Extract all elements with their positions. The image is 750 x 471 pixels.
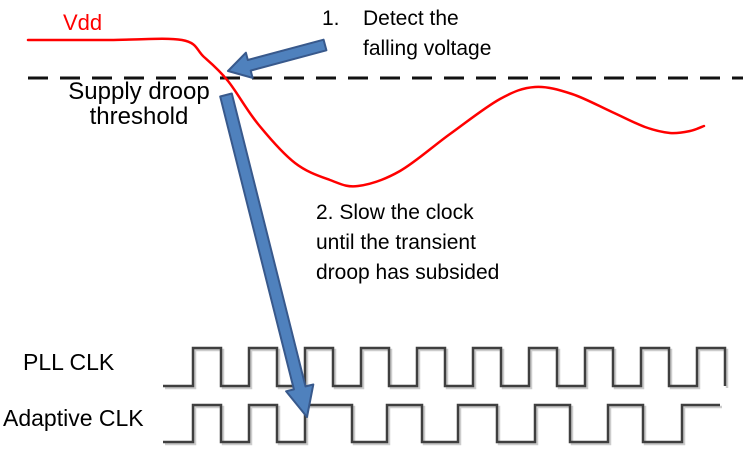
supply-droop-line2: threshold: [89, 103, 189, 130]
step1-line2: falling voltage: [363, 37, 492, 60]
adaptive-clk-label: Adaptive CLK: [3, 405, 144, 431]
step1-text: Detect the falling voltage: [363, 4, 491, 64]
step1-line1: Detect the: [363, 7, 459, 30]
pll-clk-label: PLL CLK: [23, 349, 115, 375]
detect-falling-voltage-arrow: [227, 38, 328, 79]
vdd-voltage-trace: [26, 37, 706, 188]
annotation-step1: 1. Detect the falling voltage: [322, 4, 491, 64]
supply-droop-threshold-label: Supply droop threshold: [43, 79, 235, 129]
pll-clk-trace: [163, 346, 727, 388]
pll-clk-shadow: [165, 348, 729, 390]
adaptive-clk-trace: [163, 403, 720, 444]
step1-number: 1.: [322, 7, 340, 30]
annotation-step2: 2. Slow the clock until the transient dr…: [316, 198, 499, 288]
pll-clk-waveform: [163, 346, 729, 390]
vdd-label: Vdd: [63, 10, 103, 35]
step2-line1: 2. Slow the clock: [316, 201, 474, 224]
adaptive-clk-shadow: [165, 405, 722, 446]
slow-clock-arrow: [219, 92, 315, 418]
step2-line2: until the transient: [316, 231, 476, 254]
adaptive-clk-waveform: [163, 403, 722, 446]
supply-droop-line1: Supply droop: [68, 78, 210, 105]
step2-line3: droop has subsided: [316, 261, 500, 284]
